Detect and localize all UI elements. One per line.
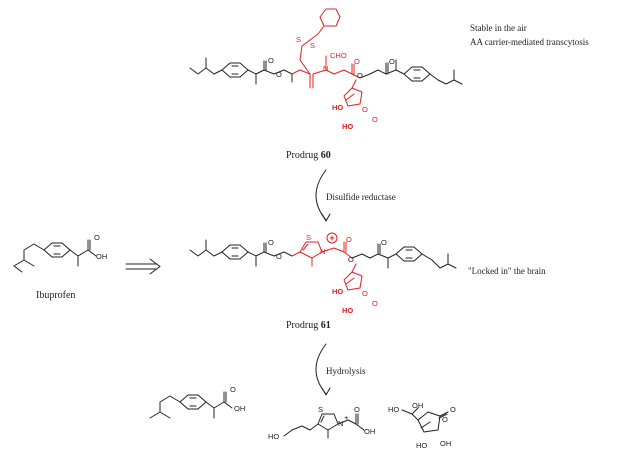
- note-locked: "Locked in" the brain: [468, 266, 546, 276]
- atom-o-7: O: [276, 252, 282, 261]
- atom-o-9: O: [348, 255, 354, 264]
- prodrug-60-structure: [189, 8, 463, 107]
- atom-o-5: O: [389, 57, 395, 66]
- product-ibu-o: O: [230, 385, 236, 394]
- prodrug-60-left-ibuprofen-arm: [189, 57, 293, 85]
- atom-o-8: O: [346, 235, 352, 244]
- note-transport: AA carrier-mediated transcytosis: [470, 37, 589, 47]
- hydroxyl-1: HO: [332, 103, 344, 112]
- product-thiazolium: [283, 413, 365, 439]
- hydroxyl-3: HO: [332, 287, 344, 296]
- atom-o-carbonyl-61: O: [372, 299, 378, 308]
- ibuprofen-hydroxyl: OH: [96, 252, 108, 261]
- product-aa-ho-2: HO: [416, 441, 428, 450]
- prodrug-61-right-ibuprofen-arm: [351, 243, 457, 269]
- atom-n-60: N: [323, 64, 329, 73]
- caption-prodrug-60-prefix: Prodrug: [286, 150, 319, 161]
- product-ibu-oh: OH: [234, 404, 246, 413]
- note-stable: Stable in the air: [470, 23, 527, 33]
- product-thz-s: S: [318, 405, 324, 414]
- formyl-group: CHO: [330, 51, 347, 60]
- product-thz-n: N: [338, 419, 344, 428]
- hydrolysis-arrow: [315, 343, 331, 396]
- atom-s-1: S: [296, 35, 302, 44]
- atom-o-ring-61: O: [362, 289, 368, 298]
- product-aa-o-ring: O: [442, 415, 448, 424]
- prodrug-61-left-ibuprofen-arm: [189, 239, 293, 267]
- caption-prodrug-60-number: 60: [320, 150, 331, 161]
- atom-o-10: O: [381, 238, 387, 247]
- caption-ibuprofen: Ibuprofen: [36, 290, 76, 301]
- ibuprofen-structure: [13, 239, 97, 273]
- prodrug-61-structure: [189, 232, 457, 291]
- product-thz-oh: OH: [364, 427, 376, 436]
- atom-o-2: O: [276, 70, 282, 79]
- product-aa-oh-1: OH: [412, 401, 424, 410]
- caption-prodrug-61-number: 61: [320, 320, 331, 331]
- product-thz-o: O: [354, 405, 360, 414]
- product-thz-charge: +: [344, 413, 349, 422]
- step-hydrolysis: Hydrolysis: [326, 366, 366, 376]
- atom-s-2: S: [310, 41, 316, 50]
- atom-o-ring-60: O: [362, 105, 368, 114]
- atom-n-61: N: [320, 247, 326, 256]
- prodrug-60-right-ibuprofen-arm: [359, 59, 463, 85]
- prodrug-60-disulfide-carrier: [291, 8, 363, 107]
- product-ascorbic-acid: [401, 407, 449, 433]
- product-thz-ho: HO: [268, 432, 280, 441]
- product-aa-o-carbonyl: O: [450, 405, 456, 414]
- conversion-double-arrow: [125, 258, 161, 275]
- hydroxyl-2: HO: [342, 122, 354, 131]
- product-aa-ho-1: HO: [388, 405, 400, 414]
- caption-prodrug-61: Prodrug 61: [286, 320, 331, 332]
- product-ibuprofen: [149, 391, 233, 419]
- reduction-arrow: [315, 169, 331, 222]
- prodrug-61-thiazolium-carrier: [291, 232, 363, 291]
- hydroxyl-4: HO: [342, 306, 354, 315]
- caption-prodrug-61-prefix: Prodrug: [286, 320, 319, 331]
- caption-prodrug-60: Prodrug 60: [286, 150, 331, 162]
- atom-o-3: O: [354, 57, 360, 66]
- atom-o-4: O: [357, 71, 363, 80]
- ibuprofen-atom-o: O: [94, 233, 100, 242]
- atom-s-61: S: [306, 233, 312, 242]
- atom-o-6: O: [268, 238, 274, 247]
- product-aa-oh-2: OH: [440, 439, 452, 448]
- atom-o-carbonyl-60: O: [372, 115, 378, 124]
- atom-o-1: O: [268, 56, 274, 65]
- step-reduction: Disulfide reductase: [326, 192, 396, 202]
